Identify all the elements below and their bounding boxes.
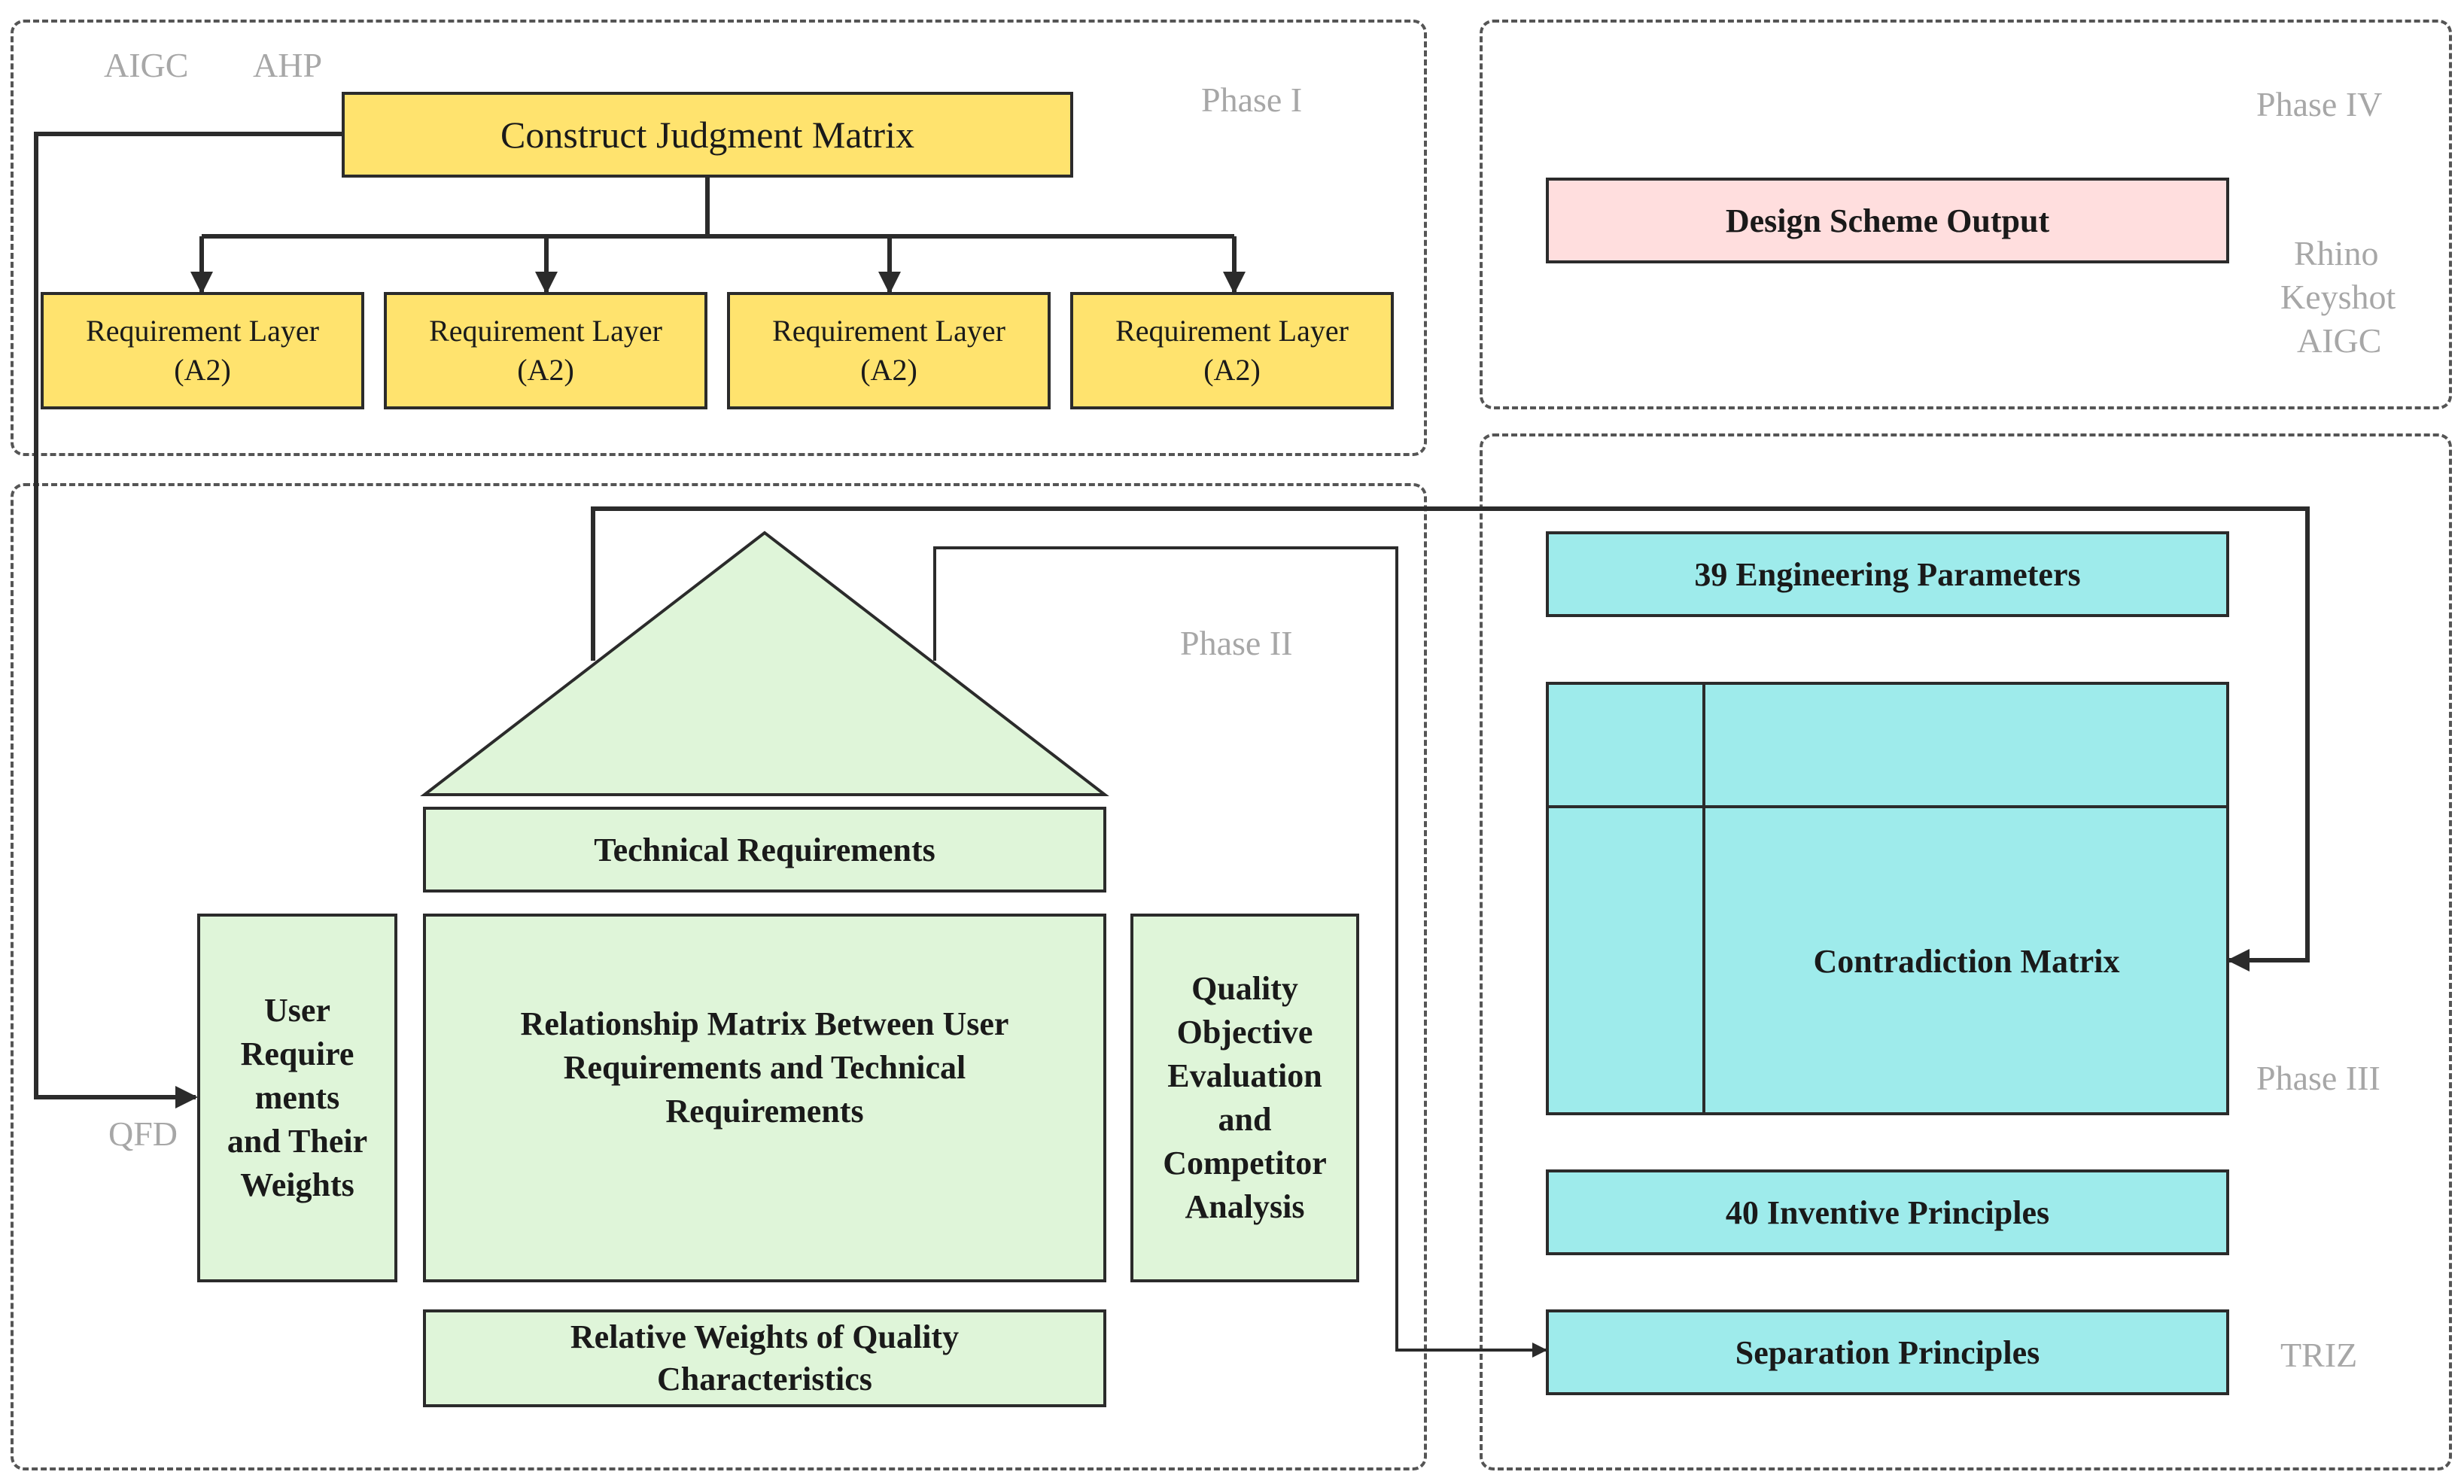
technical-requirements-text: Technical Requirements: [594, 831, 935, 868]
phase-3-label: Phase III: [2256, 1059, 2380, 1097]
inventive-principles-text: 40 Inventive Principles: [1725, 1194, 2050, 1231]
requirement-layer-box-2: Requirement Layer (A2): [384, 292, 707, 409]
engineering-parameters-text: 39 Engineering Parameters: [1694, 555, 2081, 593]
ahp-tag: AHP: [253, 46, 323, 84]
requirement-layer-box-1: Requirement Layer (A2): [41, 292, 364, 409]
design-scheme-output-text: Design Scheme Output: [1725, 202, 2050, 239]
phase-1-label: Phase I: [1201, 81, 1303, 119]
phase-2-label: Phase II: [1180, 624, 1293, 662]
requirement-layer-text: Requirement Layer (A2): [429, 314, 662, 387]
relative-weights-text: Relative Weights of Quality Characterist…: [570, 1318, 960, 1397]
user-requirements-text: User Require ments and Their Weights: [227, 992, 368, 1203]
design-scheme-output-box: Design Scheme Output: [1546, 178, 2229, 263]
qfd-tag: QFD: [108, 1115, 178, 1153]
separation-principles-box: Separation Principles: [1546, 1309, 2229, 1395]
requirement-layer-text: Requirement Layer (A2): [86, 314, 319, 387]
user-requirements-box: User Require ments and Their Weights: [197, 914, 397, 1282]
aigc-tool-label: AIGC: [2297, 321, 2382, 360]
requirement-layer-text: Requirement Layer (A2): [772, 314, 1005, 387]
rhino-tool-label: Rhino: [2294, 234, 2379, 272]
relationship-matrix-text: Relationship Matrix Between User Require…: [520, 1005, 1009, 1130]
relative-weights-box: Relative Weights of Quality Characterist…: [423, 1309, 1106, 1407]
triz-tag: TRIZ: [2280, 1336, 2358, 1374]
requirement-layer-box-4: Requirement Layer (A2): [1070, 292, 1394, 409]
construct-judgment-matrix-text: Construct Judgment Matrix: [500, 114, 914, 156]
inventive-principles-box: 40 Inventive Principles: [1546, 1169, 2229, 1255]
quality-objective-text: Quality Objective Evaluation and Competi…: [1163, 970, 1327, 1225]
contradiction-matrix-text: Contradiction Matrix: [1813, 942, 2120, 980]
requirement-layer-box-3: Requirement Layer (A2): [727, 292, 1051, 409]
aigc-tag: AIGC: [104, 46, 189, 84]
phase-4-container: [1480, 20, 2452, 409]
separation-principles-text: Separation Principles: [1735, 1333, 2040, 1371]
construct-judgment-matrix-box: Construct Judgment Matrix: [342, 92, 1073, 178]
engineering-parameters-box: 39 Engineering Parameters: [1546, 531, 2229, 617]
relationship-matrix-box: Relationship Matrix Between User Require…: [423, 914, 1106, 1282]
phase-4-label: Phase IV: [2256, 85, 2383, 123]
quality-objective-box: Quality Objective Evaluation and Competi…: [1130, 914, 1359, 1282]
keyshot-tool-label: Keyshot: [2280, 278, 2396, 316]
phase-1-container: [11, 20, 1427, 456]
house-roof-text: Positive/Negative Correlation of Technic…: [592, 644, 937, 768]
requirement-layer-text: Requirement Layer (A2): [1115, 314, 1349, 387]
technical-requirements-box: Technical Requirements: [423, 807, 1106, 893]
